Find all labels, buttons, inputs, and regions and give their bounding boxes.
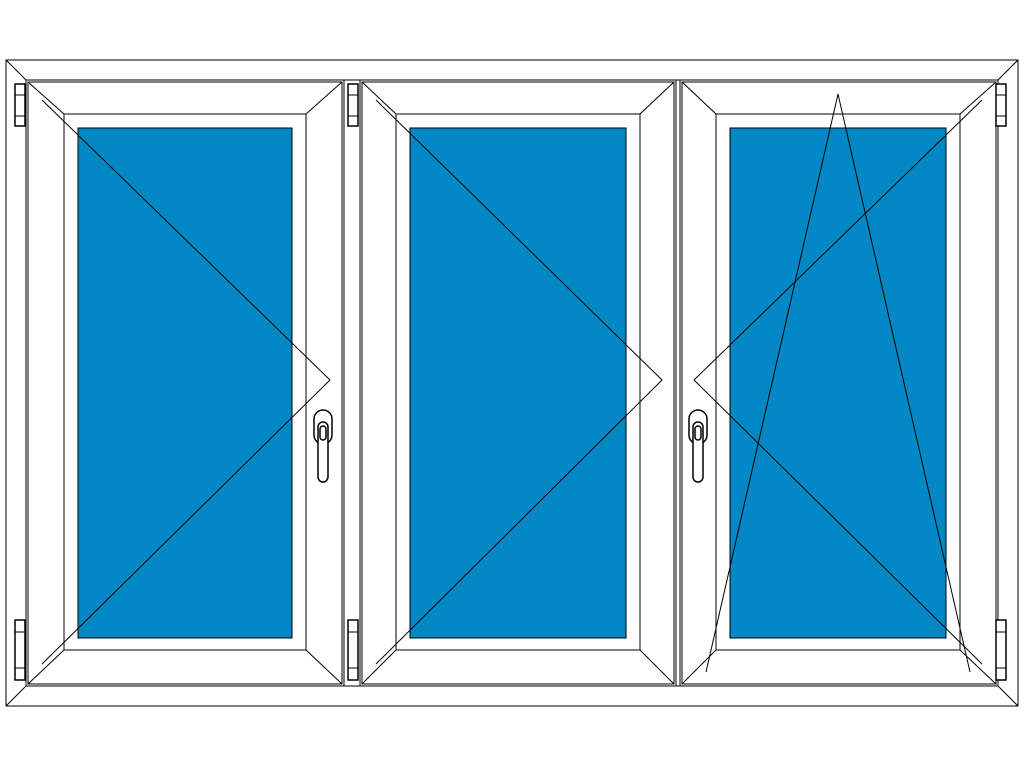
- mullion-2: [675, 80, 681, 686]
- handle-left-sash: [313, 409, 333, 483]
- sash-right: [681, 81, 997, 685]
- glass-pane-left: [77, 127, 293, 639]
- sash-middle: [361, 81, 675, 685]
- hinge-middle-bottom: [347, 619, 359, 681]
- hinge-right-top: [995, 83, 1007, 127]
- hinge-left-top: [14, 83, 26, 127]
- glass-pane-middle: [409, 127, 627, 639]
- hinge-left-bottom: [14, 619, 26, 681]
- glass-pane-right: [729, 127, 947, 639]
- hinge-right-bottom: [995, 619, 1007, 681]
- mullion-1: [343, 80, 361, 686]
- sash-left: [27, 81, 343, 685]
- handle-right-sash: [688, 409, 708, 483]
- hinge-middle-top: [347, 83, 359, 127]
